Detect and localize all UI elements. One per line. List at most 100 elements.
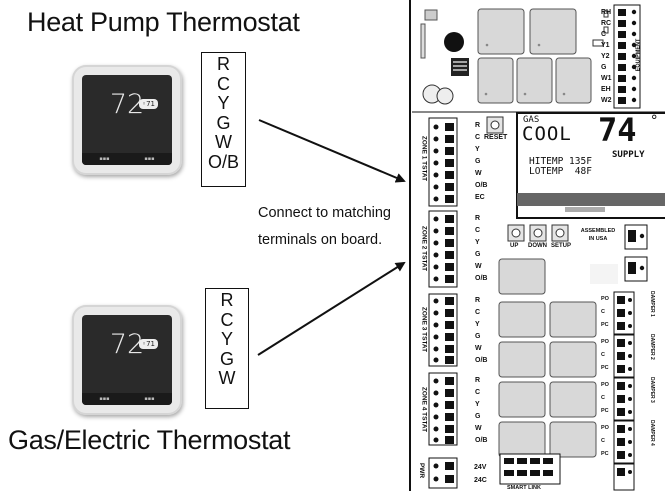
pwr-label: PWR [418, 462, 426, 479]
zone-1-terms: R C Y G W O/B EC [475, 120, 487, 204]
smart-link-label: SMART LINK [507, 485, 541, 491]
hp-display-bar: ▪▪▪▪▪▪ [82, 153, 172, 165]
hp-setpoint-pill: ◦71 [138, 99, 158, 109]
hp-term: Y [217, 93, 230, 113]
zone-4-terms: R C Y G W O/B [475, 375, 487, 447]
zone-term: Y [475, 401, 480, 408]
damper-term: PC [601, 322, 609, 328]
zone-4-block [428, 372, 458, 446]
zone-4-label: ZONE 4 TSTAT [420, 386, 428, 433]
zone-2-block [428, 210, 458, 288]
heat-pump-title: Heat Pump Thermostat [27, 7, 300, 37]
damper-term: C [601, 309, 605, 315]
zone-term: R [475, 297, 481, 304]
lcd-degree: ° [650, 113, 659, 129]
ge-term: R [220, 290, 234, 310]
zone-term: G [475, 333, 481, 340]
zone-3-terms: R C Y G W O/B [475, 295, 487, 367]
pwr-term: 24C [474, 477, 487, 484]
zone-3-block [428, 293, 458, 367]
zone-term: W [475, 263, 482, 270]
zone-term: G [475, 413, 481, 420]
pwr-terms: 24V 24C [474, 461, 487, 487]
hp-term: W [215, 132, 232, 152]
zone-2-label: ZONE 2 TSTAT [420, 225, 428, 272]
damper-term: C [601, 395, 605, 401]
gas-electric-thermostat-image: 72 ◦71 ▪▪▪▪▪▪ [72, 305, 182, 415]
hp-term: O/B [207, 151, 239, 172]
pwr-term: 24V [474, 464, 487, 471]
ge-display-temp: 72 [109, 329, 145, 360]
zone-term: EC [475, 194, 485, 201]
damper-term: C [601, 438, 605, 444]
reset-label: RESET [484, 134, 508, 141]
zone-term: Y [475, 239, 480, 246]
lcd-temp: 74 [598, 111, 637, 149]
hp-term: G [216, 112, 231, 133]
zone-term: R [475, 215, 481, 222]
damper-2-terms: PO C PC [601, 336, 609, 375]
damper-4-terms: PO C PC [601, 422, 609, 461]
damper-1-terms: PO C PC [601, 293, 609, 332]
arrow-gas-electric [257, 261, 406, 356]
eq-term: W1 [601, 75, 612, 82]
equipment-label: EQUIPMENT [635, 38, 642, 72]
gas-electric-terminal-list: R C Y G W [205, 288, 249, 409]
zone-term: Y [475, 146, 480, 153]
pwr-block [428, 457, 458, 489]
lcd-hitemp: HITEMP 135F [529, 156, 592, 167]
ge-display-bar: ▪▪▪▪▪▪ [82, 393, 172, 405]
damper-4-label: DAMPER 4 [649, 420, 655, 446]
zone-2-terms: R C Y G W O/B [475, 213, 487, 285]
zone-term: W [475, 425, 482, 432]
eq-term: RC [601, 20, 612, 27]
up-button[interactable]: UP [510, 243, 519, 249]
instruction-line-2: terminals on board. [258, 232, 383, 248]
hp-term: C [217, 73, 230, 94]
damper-blocks [613, 291, 635, 491]
zone-3-label: ZONE 3 TSTAT [420, 306, 428, 353]
eq-term: RH [601, 9, 612, 16]
zone-term: R [475, 377, 481, 384]
zone-term: C [475, 309, 481, 316]
zone-term: O/B [475, 182, 488, 189]
lcd-mode: COOL [522, 123, 572, 145]
damper-term: PC [601, 365, 609, 371]
ge-setpoint-pill: ◦71 [138, 339, 158, 349]
assembled-label: ASSEMBLED IN USA [580, 228, 616, 242]
eq-term: G [601, 64, 607, 71]
instruction-line-1: Connect to matching [258, 205, 391, 221]
eq-term: C [601, 31, 607, 38]
equipment-terminal-labels: RH RC C Y1 Y2 G W1 EH W2 [601, 7, 615, 106]
damper-1-label: DAMPER 1 [649, 291, 655, 317]
eq-term: Y1 [601, 42, 610, 49]
damper-term: PO [601, 425, 609, 431]
zone-term: Y [475, 321, 480, 328]
heat-pump-terminal-list: R C Y G W O/B [201, 52, 246, 187]
zone-term: G [475, 251, 481, 258]
zone-term: C [475, 134, 481, 141]
zone-term: O/B [475, 357, 488, 364]
ge-term: G [219, 348, 234, 369]
damper-term: PC [601, 451, 609, 457]
damper-term: PO [601, 296, 609, 302]
lcd-supply: SUPPLY [612, 150, 645, 160]
down-button[interactable]: DOWN [528, 243, 547, 249]
damper-3-label: DAMPER 3 [649, 377, 655, 403]
damper-term: PO [601, 339, 609, 345]
zone-term: W [475, 345, 482, 352]
lcd-lotemp: LOTEMP 48F [529, 166, 592, 177]
eq-term: EH [601, 86, 611, 93]
damper-2-label: DAMPER 2 [649, 334, 655, 360]
zone-term: G [475, 158, 481, 165]
zone-term: O/B [475, 275, 488, 282]
gas-electric-title: Gas/Electric Thermostat [8, 425, 291, 455]
damper-term: C [601, 352, 605, 358]
setup-button[interactable]: SETUP [551, 243, 572, 249]
board-buttons [507, 224, 569, 242]
ge-term: Y [220, 329, 233, 349]
arrow-heat-pump [258, 119, 406, 183]
zone-1-block [428, 117, 458, 207]
